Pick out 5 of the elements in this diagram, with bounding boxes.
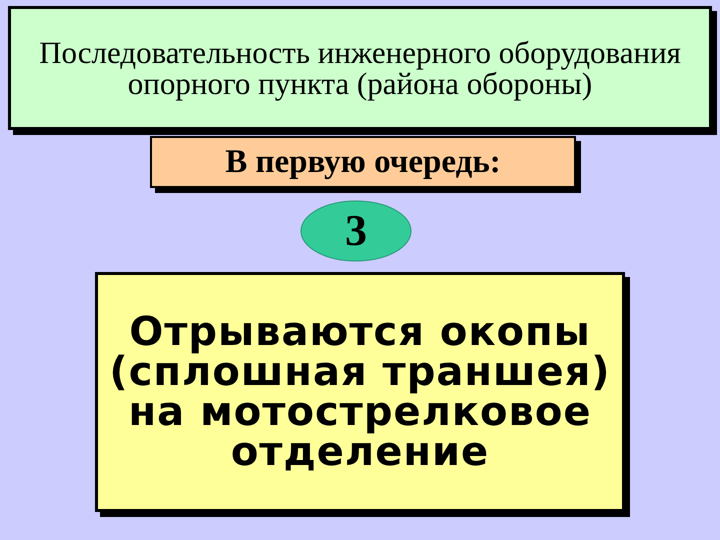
body-text: Отрываются окопы (сплошная траншея) на мотострелковое отделение [108,312,612,472]
step-number: 3 [345,209,367,253]
title-text: Последовательность инженерного оборудования опорного пункта (района обороны) [38,37,682,99]
number-ellipse [300,200,412,262]
heading-text: В первую очередь: [225,146,501,178]
